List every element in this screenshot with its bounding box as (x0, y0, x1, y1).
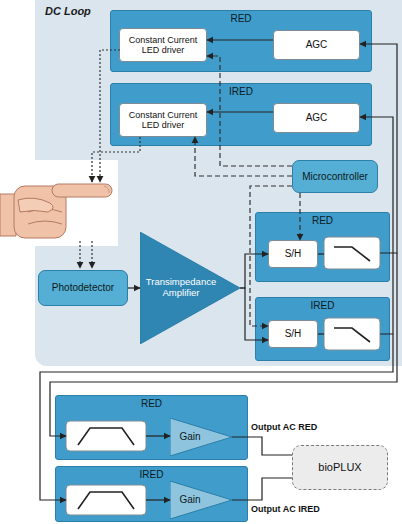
function-box: AGC (273, 103, 360, 133)
node-label: RED (141, 398, 162, 410)
control-line (299, 193, 300, 240)
signal-wire (146, 435, 170, 436)
node-label: AGC (306, 39, 328, 51)
bandpass-symbol (78, 492, 134, 509)
signal-wire (318, 333, 324, 334)
output-label: Output AC RED (250, 422, 318, 433)
triangle-shape (170, 418, 232, 456)
node-label: Constant Current LED driver (123, 35, 203, 56)
feedback-wire (360, 117, 393, 334)
signal-connector (207, 111, 273, 112)
node-label: AGC (306, 112, 328, 124)
triangle-outline (170, 481, 232, 519)
process-box: Microcontroller (292, 160, 378, 193)
node-label: RED (230, 13, 251, 25)
node-label: Constant Current LED driver (123, 110, 203, 131)
control-line (195, 137, 292, 176)
signal-wire (146, 499, 170, 500)
knuckle-line (28, 221, 62, 224)
light-path (91, 241, 92, 268)
lowpass-filter (324, 318, 380, 350)
channel-panel: IRED Constant Current LED driver AGC (110, 83, 372, 146)
bandpass-filter (66, 421, 146, 451)
signal-wire (318, 253, 324, 254)
bandpass-symbol (78, 428, 134, 445)
signal-connector (207, 39, 273, 40)
bandpass-filter (66, 485, 146, 515)
node-label: RED (312, 215, 333, 227)
light-path (100, 50, 120, 182)
signal-connector (240, 288, 268, 340)
node-label: S/H (285, 328, 302, 340)
function-box: Constant Current LED driver (119, 28, 207, 62)
triangle-shape (140, 232, 240, 344)
signal-connector (232, 437, 292, 455)
photo-frame (0, 160, 118, 246)
label-holder: Output AC RED (250, 422, 318, 433)
node-label: DC Loop (45, 5, 91, 18)
control-line (250, 186, 292, 326)
function-box: AGC (273, 30, 360, 60)
node-label: Transimpedance Amplifier (143, 277, 219, 299)
gain-amplifier: Gain (170, 418, 232, 456)
triangle-outline (170, 418, 232, 456)
node-label: Gain (179, 494, 200, 506)
node-label: S/H (285, 248, 302, 260)
feedback-wire (360, 44, 397, 253)
control-line (207, 56, 292, 166)
channel-panel: RED Constant Current LED driver AGC (110, 10, 372, 72)
signal-wire (50, 253, 397, 436)
function-box: S/H (268, 240, 318, 268)
lowpass-symbol (334, 247, 370, 261)
node-label: Gain (179, 431, 200, 443)
label-holder: Output AC IRED (250, 504, 321, 515)
signal-connector (240, 254, 268, 288)
signal-connector (232, 478, 292, 500)
output-label: Output AC IRED (250, 504, 321, 515)
hand-thumb (18, 198, 53, 212)
node-label: Microcontroller (302, 171, 368, 183)
node-label: IRED (229, 86, 253, 98)
lowpass-symbol (334, 328, 370, 342)
amplifier-triangle: Transimpedance Amplifier (140, 232, 240, 344)
triangle-shape (170, 481, 232, 519)
gain-amplifier: Gain (170, 481, 232, 519)
finger-nail (104, 186, 109, 193)
function-box: S/H (268, 320, 318, 348)
light-path (92, 137, 140, 182)
index-finger (52, 184, 112, 197)
function-box: Constant Current LED driver (119, 103, 207, 137)
process-box: Photodetector (38, 270, 128, 306)
node-label: bioPLUX (318, 461, 361, 474)
external-device: bioPLUX (292, 445, 388, 490)
lowpass-filter (324, 237, 380, 269)
node-label: IRED (140, 469, 164, 481)
node-label: IRED (311, 300, 335, 312)
signal-connector (128, 287, 140, 288)
signal-wire (40, 334, 393, 500)
light-path (79, 241, 80, 268)
node-label: Photodetector (52, 282, 114, 294)
